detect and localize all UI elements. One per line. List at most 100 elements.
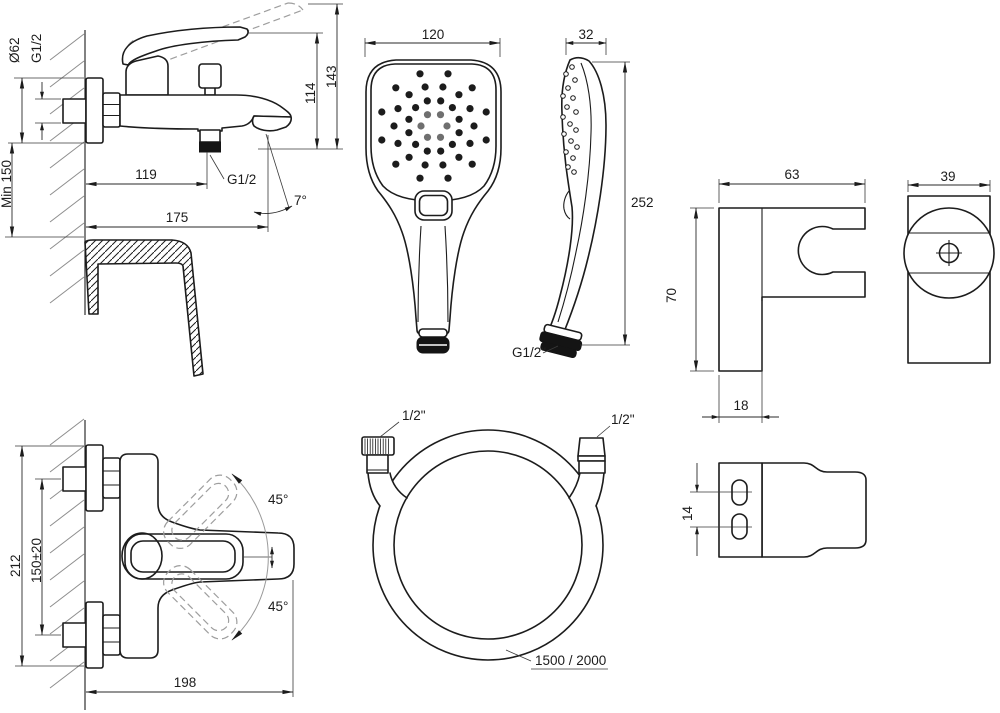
nozzle-dot [378,108,386,116]
inlet-pipe-lower [62,622,87,648]
nozzle-dot [436,111,445,119]
nozzle-dot [394,105,402,113]
wall-hatch-stroke [49,141,85,169]
view-holder-front: 39 [903,169,995,364]
side-nozzle-dot [563,71,569,77]
nozzle-dot [394,139,402,147]
side-nozzle-dot [563,149,569,155]
view-holder-plan: 14 [680,462,867,558]
dim-spout-angle: 7° [294,193,307,208]
nozzle-dot [392,160,400,168]
nozzle-dot [455,115,463,123]
nozzle-dot [416,70,424,78]
dim-holder-front-width: 39 [940,169,955,184]
side-nozzle-dot [564,104,570,110]
nozzle-dot [437,97,445,105]
dim-outlet-offset: 119 [135,167,157,182]
side-button-bump [563,190,571,220]
hose-loop-inner [393,450,583,640]
nozzle-dot [439,161,447,169]
dims-hose: 1/2" 1/2" 1500 / 2000 [379,408,635,670]
nozzle-dot [468,160,476,168]
tub-rim-section [84,239,204,377]
dim-swing-lower: 45° [268,599,288,614]
dims-holder-side: 63 70 18 [664,167,866,423]
nozzle-dot [405,115,413,123]
wall-hatch-stroke [49,276,85,304]
nozzle-dot [421,161,429,169]
side-nozzle-dot [570,155,576,161]
bottom-outlet [199,129,221,153]
side-nozzle-dot [568,138,574,144]
dims-mixer-side: Ø62 G1/2 Min 150 119 G1/2 175 7° 114 [0,3,343,238]
diverter-knob [198,63,222,96]
view-hose: 1/2" 1/2" 1500 / 2000 [361,408,635,670]
dim-spout-reach: 175 [166,210,189,225]
nozzle-dot [466,139,474,147]
nozzle-dot [455,129,463,137]
handshower-side-outline [545,56,607,341]
cartridge-body [125,55,169,96]
nozzle-dot [405,91,413,99]
side-nozzle-dot [574,144,580,150]
hose-nut-left [361,436,395,474]
spout-tip [251,115,293,132]
dims-holder-plan: 14 [680,463,699,556]
side-nozzle-dot [571,169,577,175]
dim-total-width: 212 [8,554,23,577]
nozzle-dot [466,105,474,113]
wall-hatch-stroke [49,195,85,223]
side-nozzle-dot [572,77,578,83]
handle-inner-lines [417,225,449,323]
nozzle-dot [416,174,424,182]
view-handshower-front: 120 [364,27,502,354]
dim-inlet-thread: G1/2 [29,34,44,63]
dim-handshower-thread: G1/2" [512,345,546,360]
dim-holder-plate: 18 [733,398,748,413]
nozzle-dot [437,147,445,155]
nozzle-dot [470,122,478,130]
nozzle-dot [448,140,456,148]
wall-hatch-stroke [49,168,85,196]
nozzle-dot [405,153,413,161]
nozzle-dot [423,111,432,119]
nozzle-dot [405,129,413,137]
mode-button [414,190,453,221]
hex-nut [102,92,121,128]
lever-pivot-dome [121,532,163,580]
nozzle-dot [468,84,476,92]
wall-hatch-stroke [49,60,85,88]
wall-hatch-stroke [49,553,85,581]
escutcheon [85,77,104,144]
dim-swing-upper: 45° [268,492,288,507]
wall-hatch [49,33,85,689]
hex-nut-upper [102,457,121,499]
view-holder-side: 63 70 18 [664,167,866,423]
dim-total-height: 143 [324,65,339,88]
nozzle-dot [421,83,429,91]
dims-mixer-plan: 212 150±20 198 [8,445,294,697]
nozzle-dot [436,133,445,141]
nozzle-dot [455,153,463,161]
dim-body-height: 114 [303,82,318,104]
side-nozzle-dot [561,131,567,137]
side-nozzle-dot [569,64,575,70]
dim-nut-left: 1/2" [402,408,426,423]
dim-holder-height: 70 [664,288,679,303]
nozzle-dot [390,122,398,130]
dim-hose-length: 1500 / 2000 [535,653,606,668]
side-nozzle-bumps [560,64,580,175]
side-nozzle-dot [567,121,573,127]
holder-plan-body [761,462,867,558]
wall-hatch-stroke [49,418,85,446]
wall-hatch-stroke [49,445,85,473]
holder-plan-plate [718,462,763,558]
dim-length: 252 [631,195,654,210]
escutcheon-upper [85,444,104,512]
handshower-connector-front [416,328,450,354]
lever-swing-dashed [163,473,269,641]
wall-hatch-stroke [49,222,85,250]
dim-outlet-thread: G1/2 [227,172,256,187]
